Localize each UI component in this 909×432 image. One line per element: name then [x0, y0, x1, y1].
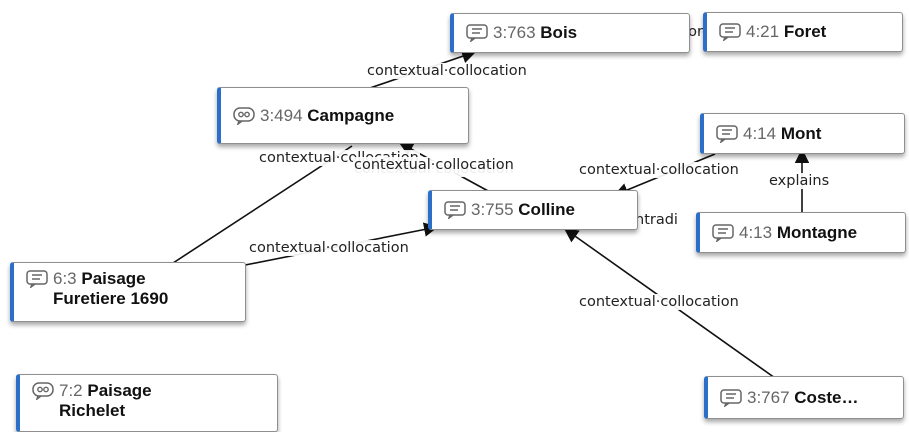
quote-icon	[712, 223, 734, 242]
memo-icon	[233, 106, 255, 125]
node-code: 3:494	[260, 105, 303, 125]
node-title: Paisage	[81, 269, 146, 288]
node-foret[interactable]: 4:21 Foret	[703, 12, 903, 52]
edge-label-paisage-colline: contextual·collocation	[248, 240, 410, 256]
edge-label-bois-campagne: contextual·collocation	[366, 63, 528, 79]
edge-label-montagne-colline: ntradi	[634, 212, 679, 228]
quote-icon	[719, 23, 741, 41]
quote-icon	[26, 270, 48, 288]
node-code: 4:13	[739, 222, 773, 242]
node-code: 3:767	[747, 387, 790, 407]
node-mont[interactable]: 4:14 Mont	[700, 113, 905, 154]
node-title: Foret	[783, 22, 827, 41]
quote-icon	[466, 24, 488, 42]
node-montagne[interactable]: 4:13 Montagne	[696, 212, 906, 253]
node-title-line2: Furetiere 1690	[53, 289, 169, 308]
edge-label-campagne-colline-c: contextual·collocation	[353, 157, 515, 173]
node-campagne[interactable]: 3:494 Campagne	[217, 87, 469, 144]
node-title: Colline	[518, 200, 575, 219]
quote-icon	[720, 388, 742, 407]
node-title: Bois	[540, 23, 578, 42]
node-title-line2: Richelet	[59, 401, 126, 420]
node-code: 6:3	[53, 269, 77, 288]
edge-label-montagne-mont: explains	[768, 173, 831, 189]
node-title: Mont	[780, 123, 822, 143]
node-code: 4:21	[746, 22, 780, 41]
node-code: 3:763	[493, 23, 536, 42]
node-code: 7:2	[59, 381, 83, 400]
node-bois[interactable]: 3:763 Bois	[450, 13, 690, 53]
node-title: Montagne	[776, 222, 858, 242]
node-code: 3:755	[471, 200, 514, 219]
quote-icon	[444, 201, 466, 219]
memo-icon	[32, 382, 54, 400]
node-title: Coste…	[794, 387, 859, 407]
node-code: 4:14	[743, 123, 777, 143]
node-colline[interactable]: 3:755 Colline	[428, 190, 638, 230]
node-title: Campagne	[307, 105, 395, 125]
node-coste[interactable]: 3:767 Coste…	[704, 376, 904, 419]
quote-icon	[716, 124, 738, 143]
node-title: Paisage	[87, 381, 152, 400]
edge-label-mont-colline: contextual·collocation	[578, 162, 740, 178]
edge-label-coste-colline: contextual·collocation	[578, 294, 740, 310]
